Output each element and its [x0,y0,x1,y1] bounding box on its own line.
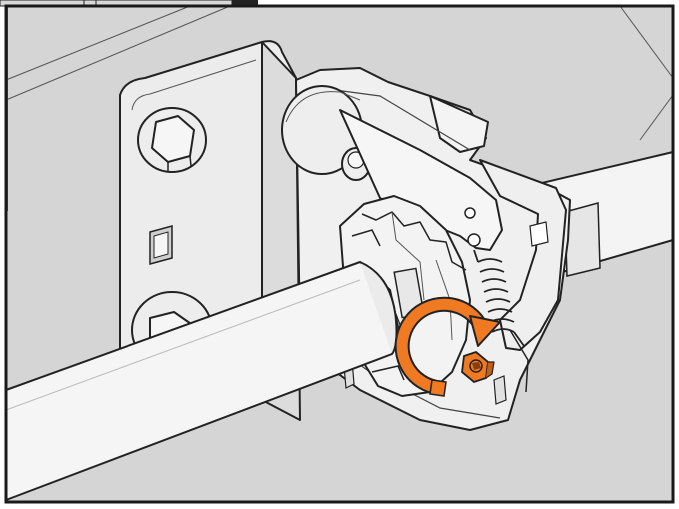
rotate-clockwise-arrow-icon [394,296,501,397]
hex-bolt-top [137,107,207,173]
illustration-frame [4,4,675,504]
hex-socket-screw-icon [461,351,495,383]
background-edges [5,5,674,141]
latch-lever [339,109,567,393]
coil-spring [473,249,525,347]
